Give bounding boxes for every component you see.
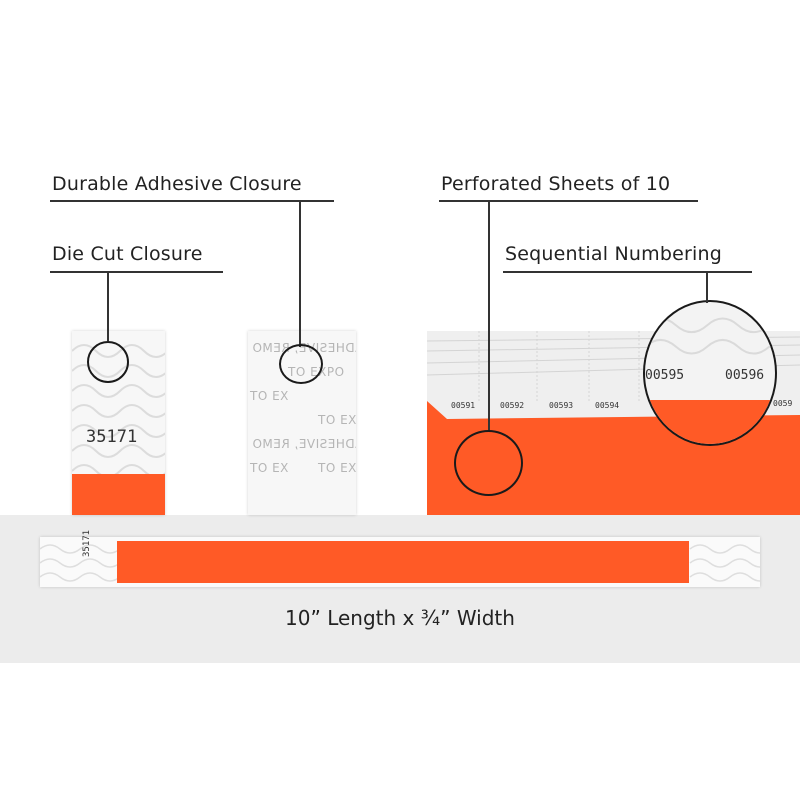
sequential-label: Sequential Numbering — [505, 243, 722, 265]
full-band-orange — [117, 541, 689, 583]
liner-text-6: TO EX — [250, 461, 289, 475]
liner-text-5: ADHESIVE, REMO — [252, 437, 356, 451]
liner-text-7: TO EX — [318, 461, 356, 475]
liner-text-4: TO EX — [318, 413, 356, 427]
sequential-leader — [706, 271, 708, 303]
die-cut-callout-circle — [87, 341, 129, 383]
perforated-callout-circle — [454, 430, 523, 496]
orange-band-strip — [72, 474, 165, 515]
zoom-number-1: 00595 — [645, 368, 685, 383]
die-cut-label: Die Cut Closure — [52, 243, 203, 265]
sheet-number-1: 00591 — [451, 401, 476, 410]
zoom-orange — [645, 400, 775, 444]
band-wave-pattern — [40, 544, 760, 582]
perforated-rule — [439, 200, 698, 202]
sheet-number-edge: 0059 — [773, 399, 793, 408]
sheet-number-4: 00594 — [595, 401, 620, 410]
perforated-label: Perforated Sheets of 10 — [441, 173, 671, 195]
zoom-wave-pattern — [645, 317, 775, 355]
zoom-number-2: 00596 — [725, 368, 765, 383]
sheet-number-3: 00593 — [549, 401, 574, 410]
sheet-number-2: 00592 — [500, 401, 525, 410]
durable-leader — [299, 200, 301, 347]
sequential-rule — [503, 271, 752, 273]
full-band-serial: 35171 — [82, 529, 92, 557]
full-length-band: 35171 — [40, 530, 760, 587]
die-cut-leader — [107, 271, 109, 341]
die-cut-rule — [50, 271, 223, 273]
band-serial-number: 35171 — [86, 427, 138, 447]
liner-text-3: TO EX — [250, 389, 289, 403]
perforated-leader — [488, 200, 490, 432]
dimension-caption: 10” Length x ¾” Width — [285, 606, 515, 630]
durable-adhesive-label: Durable Adhesive Closure — [52, 173, 302, 195]
adhesive-callout-circle — [279, 344, 323, 384]
durable-adhesive-rule — [50, 200, 334, 202]
zoom-lens: 00595 00596 — [643, 300, 777, 446]
